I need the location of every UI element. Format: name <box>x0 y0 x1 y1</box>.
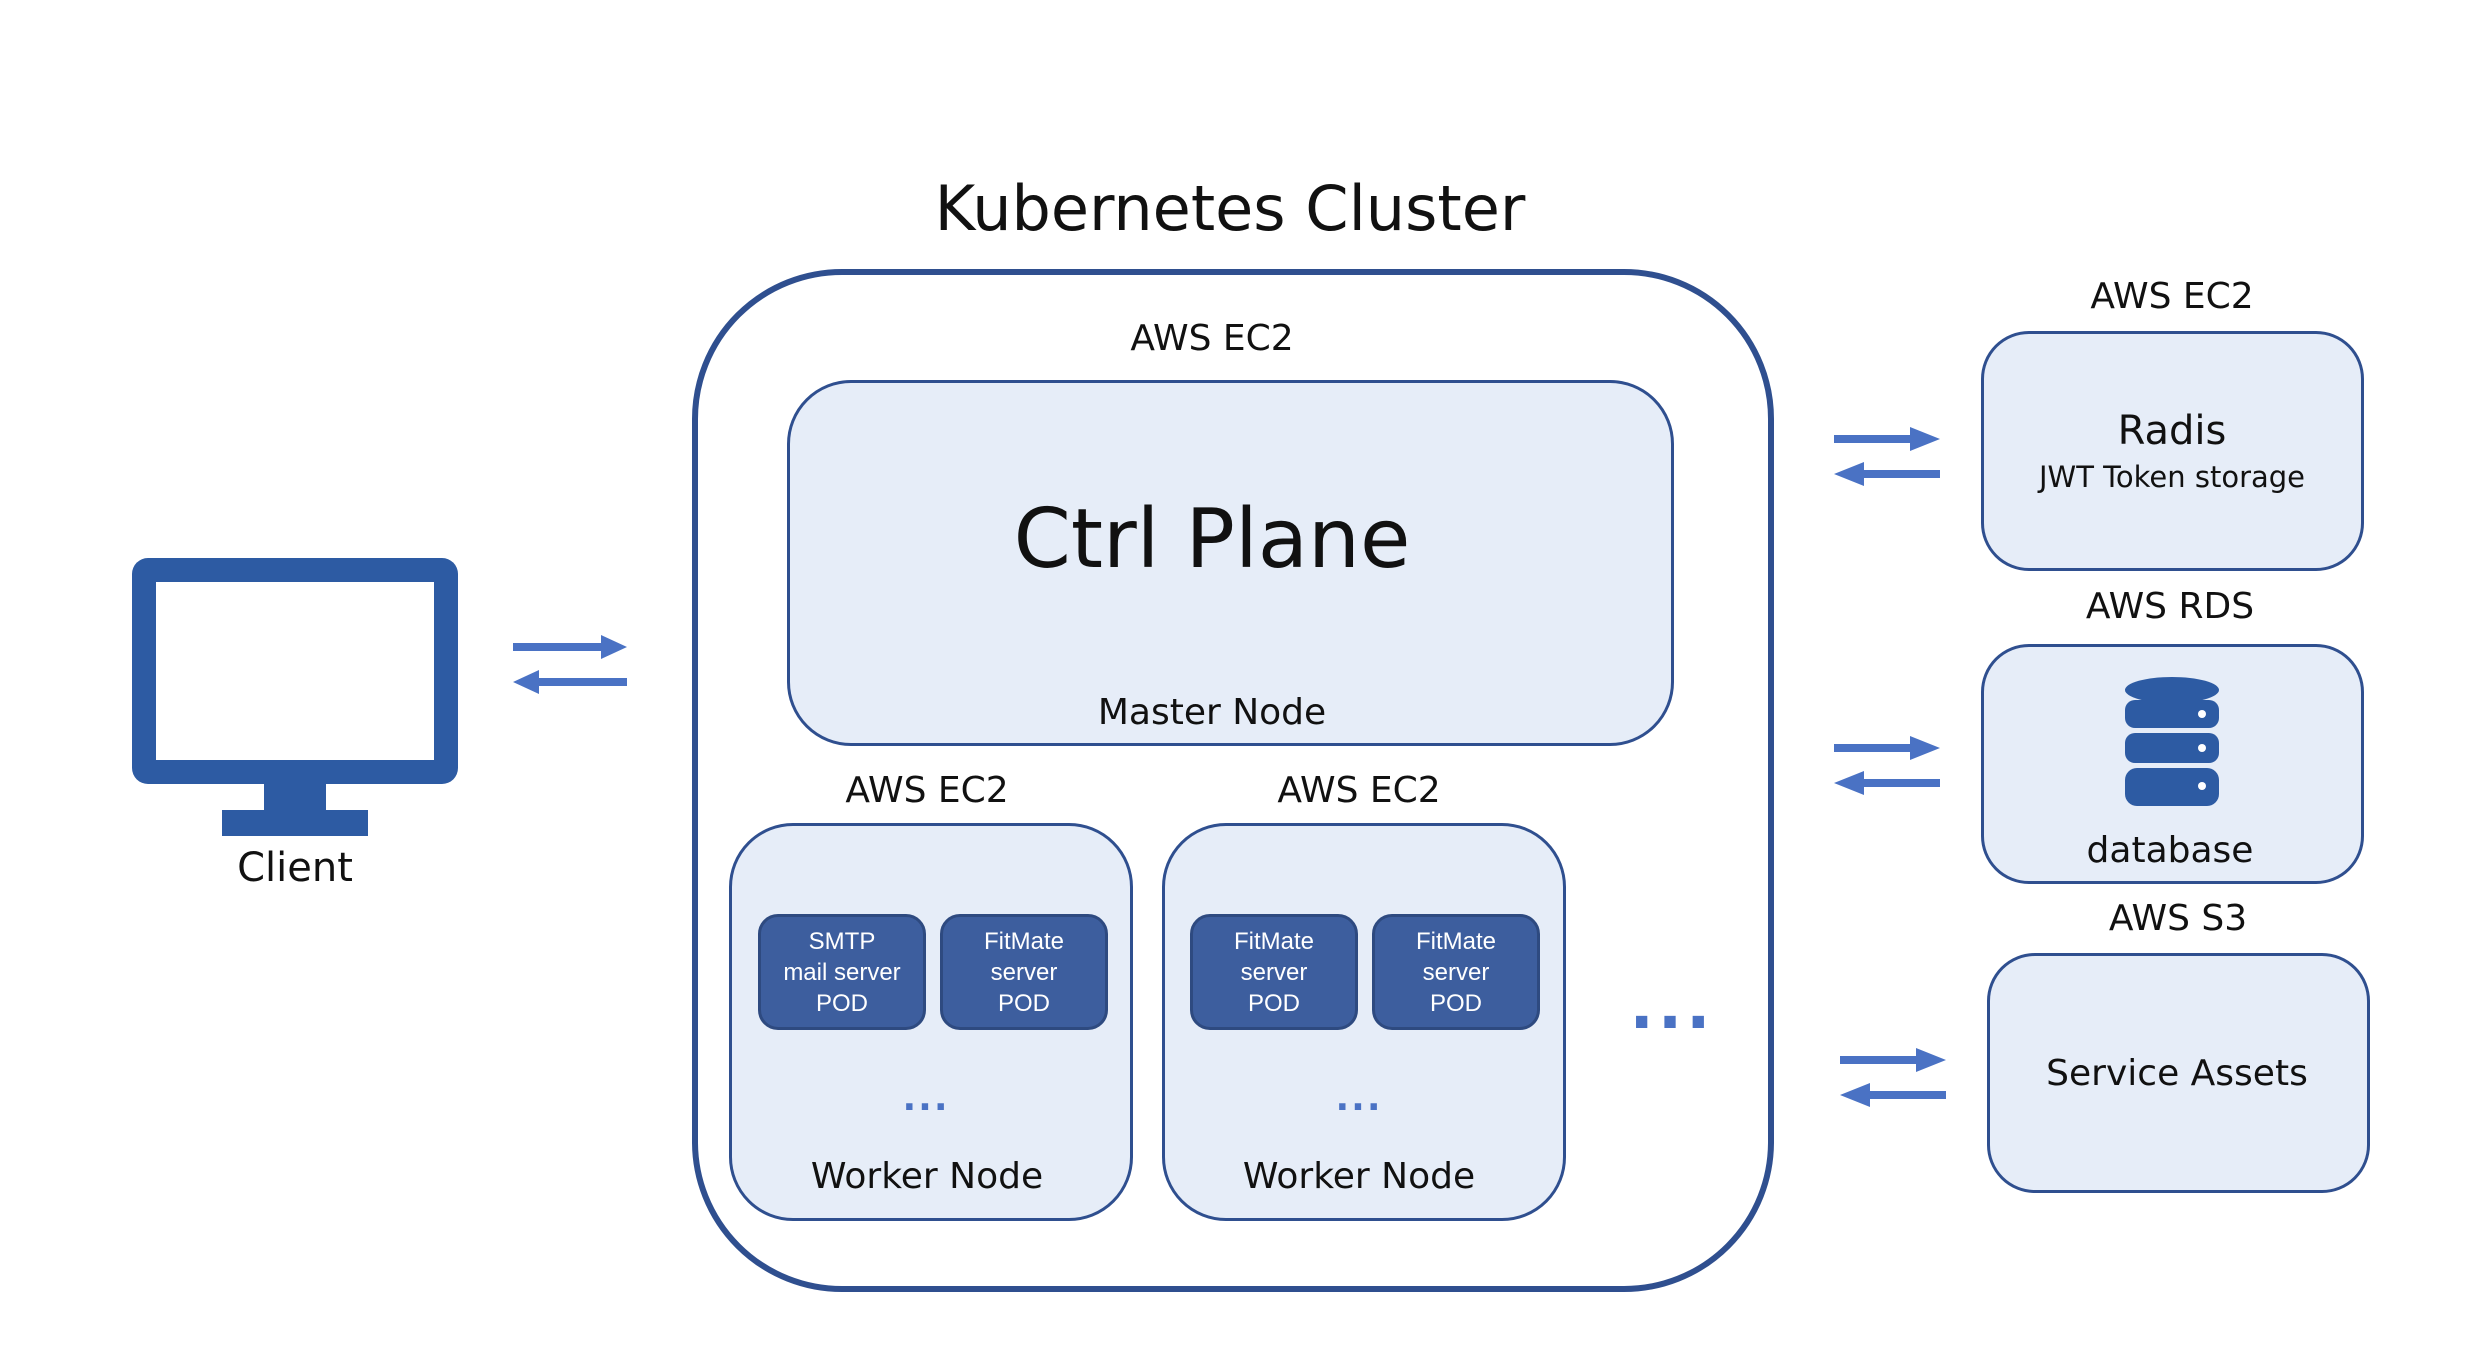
pod-line: FitMate <box>1233 927 1314 955</box>
redis-title: Radis <box>2117 408 2227 454</box>
worker-node-label: Worker Node <box>1242 1156 1476 1197</box>
more-pods-ellipsis: ... <box>902 1078 950 1119</box>
pod-line: FitMate <box>983 927 1064 955</box>
s3-arrows <box>1840 1048 1946 1107</box>
pod-line: server <box>990 958 1058 986</box>
rds-title: database <box>2086 830 2254 871</box>
pod-line: POD <box>1429 989 1482 1017</box>
s3-box <box>1987 953 2370 1193</box>
client-cluster-arrows <box>513 635 627 694</box>
master-node-box <box>787 380 1674 746</box>
pod-line: POD <box>1247 989 1300 1017</box>
s3-title: Service Assets <box>2046 1053 2308 1094</box>
pod: FitMate server POD <box>1190 914 1358 1030</box>
master-host-label: AWS EC2 <box>1130 318 1294 359</box>
monitor-icon <box>132 558 458 836</box>
control-plane-title: Ctrl Plane <box>1013 492 1411 587</box>
s3-host-label: AWS S3 <box>2108 898 2248 939</box>
pod: FitMate server POD <box>1372 914 1540 1030</box>
database-icon <box>2125 677 2219 806</box>
pod-line: SMTP <box>808 927 876 955</box>
redis-arrows <box>1834 427 1940 486</box>
master-node-label: Master Node <box>1097 692 1327 733</box>
more-nodes-ellipsis: ... <box>1629 970 1715 1044</box>
client-label: Client <box>237 845 353 891</box>
rds-arrows <box>1834 736 1940 795</box>
worker2-host-label: AWS EC2 <box>1277 770 1441 811</box>
worker1-host-label: AWS EC2 <box>845 770 1009 811</box>
pod-line: server <box>1422 958 1490 986</box>
pod-line: POD <box>997 989 1050 1017</box>
redis-host-label: AWS EC2 <box>2090 276 2254 317</box>
more-pods-ellipsis: ... <box>1335 1078 1383 1119</box>
redis-box <box>1981 331 2364 571</box>
pod-line: FitMate <box>1415 927 1496 955</box>
cluster-title: Kubernetes Cluster <box>934 172 1526 245</box>
pod-line: server <box>1240 958 1308 986</box>
pod-line: mail server <box>783 958 901 986</box>
pod-line: POD <box>815 989 868 1017</box>
pod: FitMate server POD <box>940 914 1108 1030</box>
worker-node-label: Worker Node <box>810 1156 1044 1197</box>
pod: SMTP mail server POD <box>758 914 926 1030</box>
rds-host-label: AWS RDS <box>2085 586 2255 627</box>
redis-subtitle: JWT Token storage <box>2038 460 2306 494</box>
